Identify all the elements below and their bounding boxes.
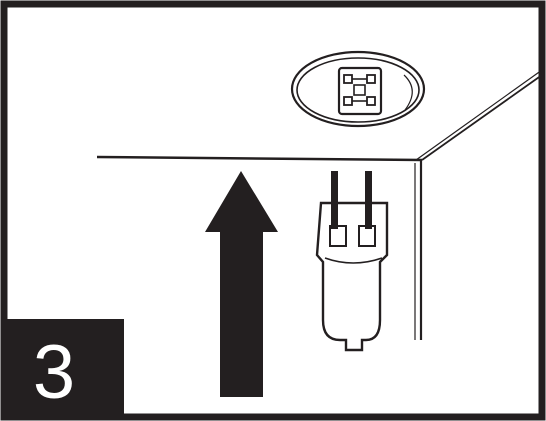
step-badge [4, 319, 124, 417]
plug-connector-icon [315, 171, 389, 352]
wall-corner-lines [96, 69, 543, 340]
step-number: 3 [33, 330, 75, 415]
connector-socket-icon [290, 50, 426, 128]
arrow-up-icon [205, 171, 278, 397]
